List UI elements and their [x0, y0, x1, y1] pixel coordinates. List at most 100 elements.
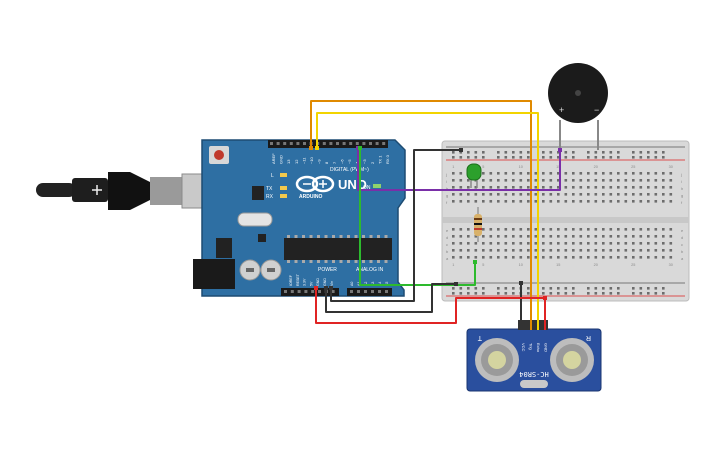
breadboard-hole [452, 186, 455, 189]
breadboard-hole [564, 151, 568, 154]
breadboard-hole [452, 287, 455, 290]
breadboard-hole [639, 287, 643, 290]
breadboard-hole [669, 242, 673, 245]
breadboard-hole [624, 256, 628, 259]
breadboard-hole [497, 193, 500, 196]
breadboard-hole [497, 172, 500, 175]
breadboard-hole [632, 287, 635, 290]
breadboard-column-number: 5 [482, 165, 484, 169]
wire-endpoint [358, 146, 362, 150]
breadboard-hole [609, 172, 613, 175]
breadboard-hole [527, 156, 530, 159]
breadboard-hole [557, 256, 560, 259]
wire-endpoint [329, 286, 333, 290]
breadboard-hole [617, 151, 620, 154]
breadboard-hole [572, 200, 575, 203]
breadboard-hole [459, 172, 463, 175]
breadboard-hole [662, 151, 665, 154]
breadboard-hole [467, 249, 470, 252]
breadboard-hole [654, 179, 658, 182]
breadboard-row-letter: c [446, 242, 448, 247]
header-pin [369, 142, 372, 145]
breadboard-hole [467, 151, 470, 154]
ic-leg [369, 260, 373, 263]
breadboard-hole [639, 242, 643, 245]
breadboard-hole [519, 156, 523, 159]
wire-black-2 [325, 283, 456, 313]
breadboard-hole [572, 235, 575, 238]
wire-orange [310, 100, 532, 330]
power-pin-label: 5V [309, 281, 313, 286]
breadboard-hole [669, 172, 673, 175]
analog-pin-label: A4 [378, 282, 382, 286]
breadboard-hole [459, 249, 463, 252]
breadboard-hole [557, 179, 560, 182]
breadboard-hole [549, 256, 553, 259]
breadboard-hole [617, 292, 620, 295]
breadboard-hole [549, 186, 553, 189]
ic-leg [347, 260, 350, 263]
breadboard-hole [587, 249, 590, 252]
breadboard-hole [632, 156, 635, 159]
breadboard-hole [647, 235, 650, 238]
header-pin [364, 290, 367, 293]
ic-leg [384, 260, 388, 263]
breadboard-hole [609, 249, 613, 252]
breadboard-hole [557, 151, 560, 154]
breadboard-hole [654, 200, 658, 203]
breadboard-hole [549, 200, 553, 203]
breadboard-hole [467, 200, 470, 203]
breadboard-hole [669, 256, 673, 259]
breadboard-hole [549, 249, 553, 252]
breadboard-hole [572, 292, 575, 295]
breadboard-hole [482, 256, 485, 259]
reset-button[interactable] [214, 150, 224, 160]
breadboard-hole [482, 249, 485, 252]
breadboard-hole [452, 179, 455, 182]
wire-endpoint [558, 148, 562, 152]
breadboard-hole [609, 228, 613, 231]
digital-pin-label: TX 1 [377, 155, 382, 164]
analog-pin-label: A3 [371, 282, 375, 286]
breadboard-hole [632, 193, 635, 196]
breadboard-hole [639, 172, 643, 175]
breadboard-column-number: 25 [631, 263, 635, 267]
breadboard-hole [549, 156, 553, 159]
breadboard-hole [594, 186, 598, 189]
breadboard-hole [504, 200, 508, 203]
breadboard-hole [512, 235, 515, 238]
breadboard-hole [452, 235, 455, 238]
ic-leg [332, 235, 335, 238]
breadboard-hole [467, 256, 470, 259]
breadboard-hole [452, 256, 455, 259]
led-label-l: L [271, 173, 274, 179]
breadboard-hole [669, 200, 673, 203]
breadboard-hole [519, 200, 523, 203]
ic-leg [317, 235, 320, 238]
breadboard-hole [564, 172, 568, 175]
breadboard-hole [632, 228, 635, 231]
ic-leg [362, 235, 365, 238]
wire-endpoint [543, 296, 547, 300]
breadboard-hole [624, 249, 628, 252]
piezo-buzzer: + − [548, 63, 608, 150]
breadboard-hole [519, 235, 523, 238]
breadboard-hole [647, 228, 650, 231]
breadboard-column-number: 1 [452, 263, 454, 267]
breadboard-row-letter: j [680, 172, 682, 177]
breadboard-hole [467, 235, 470, 238]
breadboard-hole [654, 172, 658, 175]
breadboard-hole [527, 249, 530, 252]
breadboard-hole [549, 287, 553, 290]
breadboard-hole [459, 235, 463, 238]
breadboard-hole [549, 228, 553, 231]
breadboard-hole [594, 242, 598, 245]
breadboard-hole [557, 193, 560, 196]
breadboard-hole [497, 179, 500, 182]
breadboard-hole [609, 151, 613, 154]
breadboard-hole [527, 186, 530, 189]
breadboard-hole [527, 172, 530, 175]
breadboard-hole [519, 151, 523, 154]
power-pin-label: IOREF [289, 274, 293, 286]
header-pin [371, 290, 374, 293]
